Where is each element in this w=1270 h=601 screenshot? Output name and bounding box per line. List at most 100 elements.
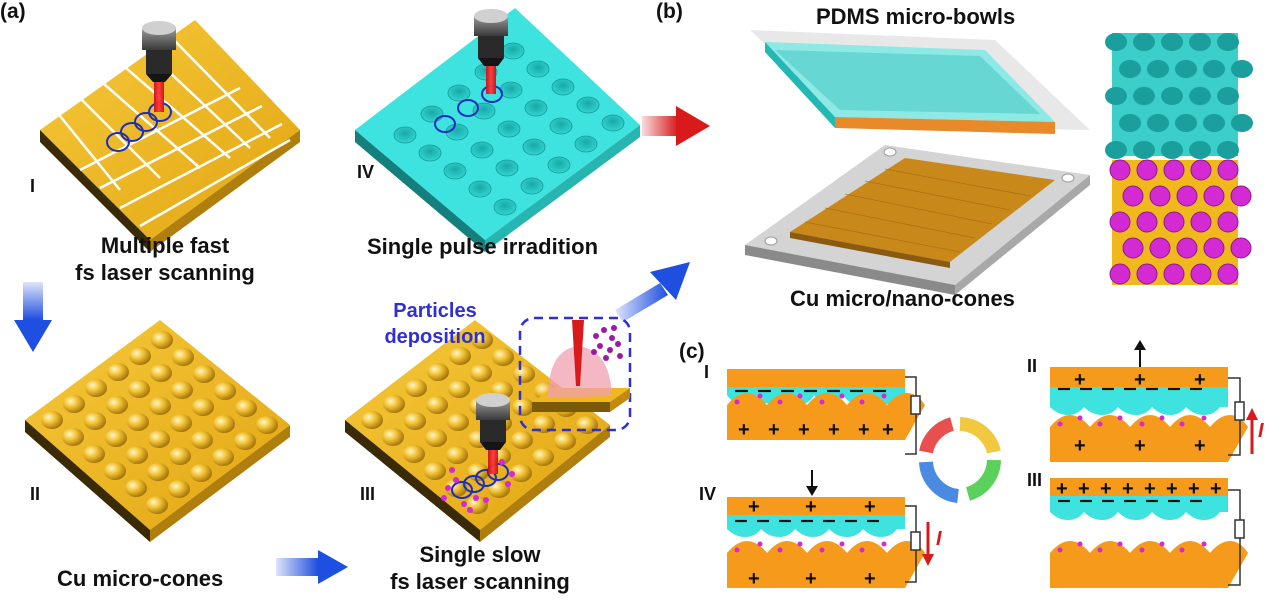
state-I: [727, 369, 925, 455]
state-label-III: III: [1027, 470, 1043, 490]
panel-label-c: (c): [679, 340, 705, 363]
surface-particles: [734, 393, 1207, 553]
cone-cell: [1190, 159, 1212, 181]
caption-cu: Cu micro/nano-cones: [790, 286, 1015, 311]
svg-text:+: +: [1188, 478, 1200, 500]
micro-cone: [361, 411, 383, 429]
micro-bowl: [522, 138, 546, 156]
svg-text:+: +: [1100, 478, 1112, 500]
micro-bowl: [418, 144, 442, 162]
current-label-II: I: [1258, 420, 1264, 442]
bowl-cell: [1147, 60, 1169, 78]
caption-pdms: PDMS micro-bowls: [816, 4, 1016, 29]
particles-deposition-inset: [518, 316, 632, 432]
micro-cone: [426, 396, 448, 414]
micro-bowl: [549, 117, 573, 135]
device-b: [745, 30, 1090, 295]
bowl-cell: [1217, 87, 1239, 105]
bowl-cell: [1203, 114, 1225, 132]
state-IV: [727, 470, 934, 588]
micro-cone: [492, 348, 514, 366]
bowl-cell: [1189, 33, 1211, 51]
bowl-cell: [1161, 33, 1183, 51]
micro-cone: [470, 364, 492, 382]
bowl-cell: [1217, 141, 1239, 159]
micro-bowl: [526, 60, 550, 78]
micro-cone: [172, 348, 194, 366]
bowl-cell: [1147, 114, 1169, 132]
state-label-IV: IV: [699, 484, 717, 504]
caption-particles: Particles deposition: [384, 300, 486, 348]
cone-cell: [1149, 237, 1171, 259]
micro-cone: [554, 432, 576, 450]
bowl-cell: [1105, 141, 1127, 159]
caption-step1: Multiple fast fs laser scanning: [75, 233, 255, 285]
arrow-IV-to-b: [642, 106, 710, 146]
micro-cone: [427, 363, 449, 381]
micro-cone: [41, 411, 63, 429]
svg-text:+: +: [1144, 478, 1156, 500]
bowl-cell: [1203, 60, 1225, 78]
svg-text:+: +: [798, 419, 810, 441]
micro-cone: [150, 364, 172, 382]
bowl-cell: [1175, 60, 1197, 78]
bowl-cell: [1133, 141, 1155, 159]
cone-cell: [1203, 185, 1225, 207]
micro-cone: [448, 380, 470, 398]
svg-text:+: +: [1134, 369, 1146, 391]
micro-bowl: [501, 42, 525, 60]
micro-cone: [424, 462, 446, 480]
micro-cone: [148, 430, 170, 448]
bowl-cell: [1119, 114, 1141, 132]
bowl-cell: [1175, 114, 1197, 132]
micro-bowl: [470, 141, 494, 159]
micro-cone: [85, 379, 107, 397]
laser-head-IV: [434, 9, 508, 133]
micro-bowl: [443, 162, 467, 180]
micro-cone: [234, 432, 256, 450]
micro-cone: [192, 398, 214, 416]
step-label-IV: IV: [357, 162, 375, 182]
micro-cone: [382, 428, 404, 446]
micro-cone: [449, 347, 471, 365]
step-label-II: II: [30, 484, 41, 504]
caption-step4: Single pulse irradition: [367, 234, 599, 259]
cone-cell: [1163, 263, 1185, 285]
cone-cell: [1163, 159, 1185, 181]
cone-cell: [1217, 159, 1239, 181]
svg-text:+: +: [1210, 478, 1222, 500]
cone-cell: [1149, 185, 1171, 207]
laser-head-III: [441, 393, 515, 513]
caption-step3: Single slow fs laser scanning: [390, 542, 570, 594]
micro-bowl: [493, 198, 517, 216]
svg-text:+: +: [1074, 435, 1086, 457]
micro-cone: [471, 331, 493, 349]
bowl-cell: [1161, 141, 1183, 159]
svg-text:+: +: [882, 419, 894, 441]
arrow-II-to-III: [276, 550, 348, 584]
svg-text:+: +: [1122, 478, 1134, 500]
cycle-ring: [919, 417, 1001, 503]
micro-cone: [446, 446, 468, 464]
svg-text:+: +: [1194, 369, 1206, 391]
plate-step-IV: [355, 8, 640, 252]
state-II: [1050, 340, 1258, 462]
cone-cell: [1163, 211, 1185, 233]
micro-bowl: [393, 126, 417, 144]
micro-bowl: [420, 105, 444, 123]
svg-text:+: +: [805, 568, 817, 590]
cone-cell: [1190, 211, 1212, 233]
micro-bowl: [499, 81, 523, 99]
plate-step-II: [25, 320, 290, 542]
micro-cone: [62, 428, 84, 446]
cone-cell: [1109, 159, 1131, 181]
svg-text:+: +: [828, 419, 840, 441]
micro-bowl: [495, 159, 519, 177]
cone-cell: [1230, 237, 1252, 259]
micro-bowl: [447, 84, 471, 102]
charge-signs: +++ +++ +++ +++ +++ +++ +++ +++ ++: [738, 369, 1222, 590]
micro-cone: [126, 446, 148, 464]
micro-cone: [511, 431, 533, 449]
